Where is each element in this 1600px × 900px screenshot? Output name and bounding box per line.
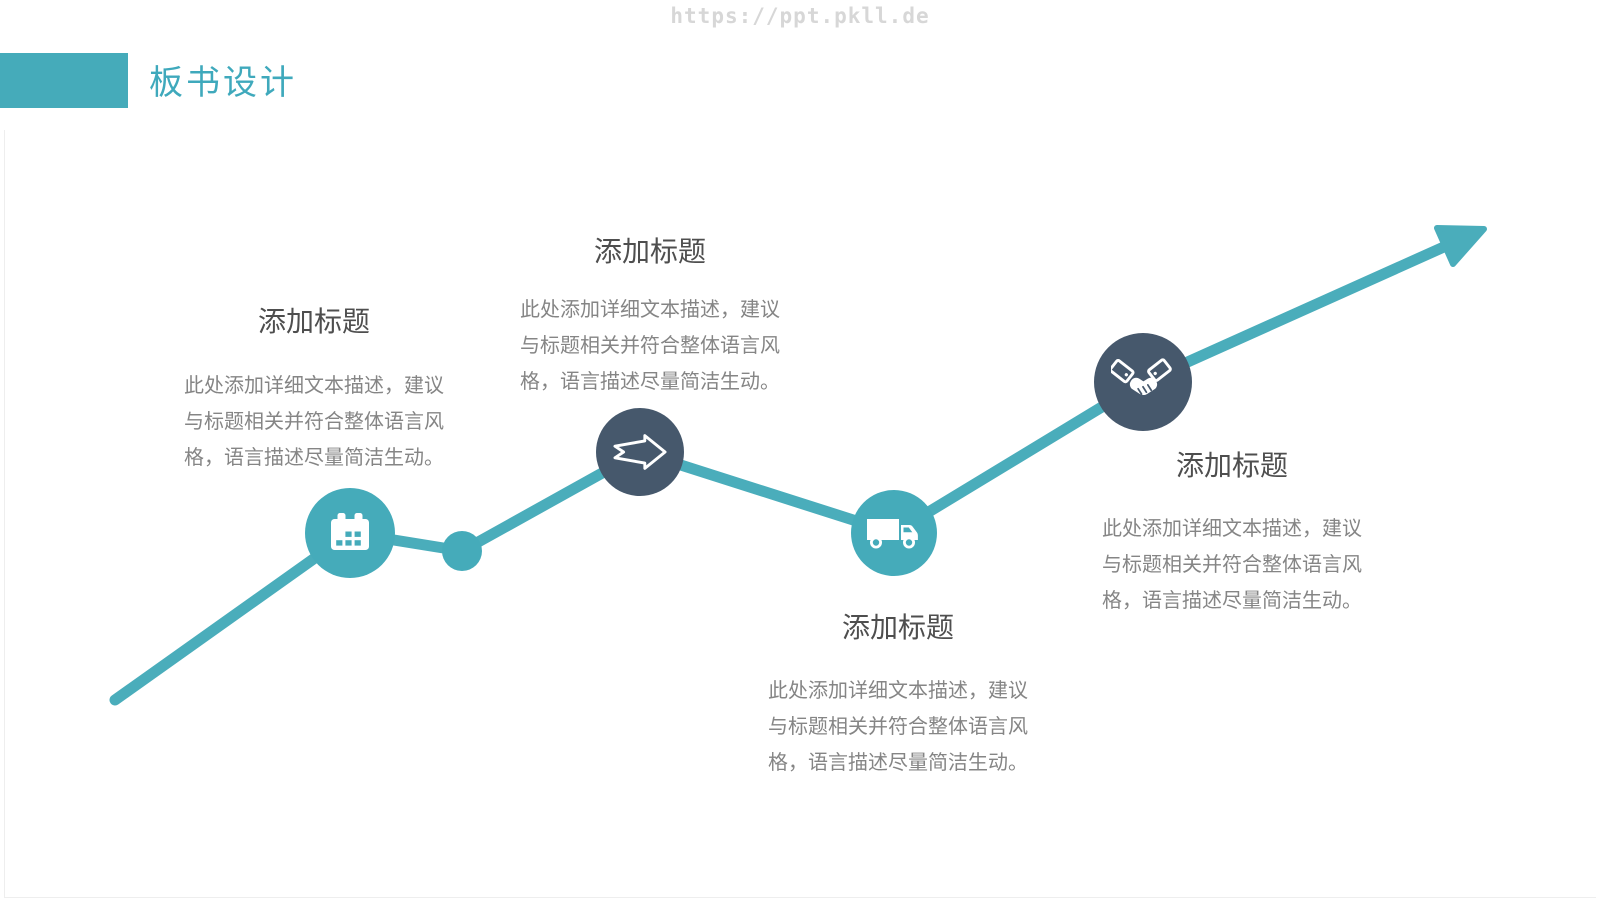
- calendar-node: [305, 488, 395, 578]
- step-title: 添加标题: [1175, 450, 1288, 481]
- step-description-line: 此处添加详细文本描述，建议: [184, 375, 444, 397]
- slide-left-edge: [4, 130, 5, 897]
- step-block-1: 添加标题 此处添加详细文本描述，建议 与标题相关并符合整体语言风 格，语言描述尽…: [149, 304, 479, 476]
- step-description-line: 与标题相关并符合整体语言风: [768, 716, 1028, 738]
- step-description-line: 此处添加详细文本描述，建议: [1102, 518, 1362, 540]
- step-description-line: 格，语言描述尽量简洁生动。: [1102, 590, 1362, 612]
- arrow-icon: [613, 434, 667, 470]
- arrow-node: [596, 408, 684, 496]
- page-title: 板书设计: [149, 64, 297, 102]
- step-block-3: 添加标题 此处添加详细文本描述，建议 与标题相关并符合整体语言风 格，语言描述尽…: [733, 610, 1063, 781]
- connector-dot: [442, 531, 482, 571]
- arrowhead-icon: [1434, 225, 1487, 267]
- step-block-4: 添加标题 此处添加详细文本描述，建议 与标题相关并符合整体语言风 格，语言描述尽…: [1067, 448, 1397, 619]
- step-description-line: 格，语言描述尽量简洁生动。: [768, 752, 1028, 774]
- step-block-2: 添加标题 此处添加详细文本描述，建议 与标题相关并符合整体语言风 格，语言描述尽…: [485, 234, 815, 400]
- calendar-icon: [331, 513, 369, 550]
- truck-icon: [867, 519, 918, 549]
- step-description-line: 此处添加详细文本描述，建议: [768, 680, 1028, 702]
- step-description-line: 格，语言描述尽量简洁生动。: [520, 371, 780, 393]
- header-accent-bar: [0, 53, 128, 108]
- step-description: 此处添加详细文本描述，建议 与标题相关并符合整体语言风 格，语言描述尽量简洁生动…: [1067, 511, 1397, 619]
- step-description-line: 此处添加详细文本描述，建议: [520, 299, 780, 321]
- step-description: 此处添加详细文本描述，建议 与标题相关并符合整体语言风 格，语言描述尽量简洁生动…: [149, 368, 479, 476]
- slide-bottom-edge: [4, 897, 1596, 898]
- site-watermark: https://ppt.pkll.de: [670, 4, 930, 28]
- step-description: 此处添加详细文本描述，建议 与标题相关并符合整体语言风 格，语言描述尽量简洁生动…: [733, 673, 1063, 781]
- step-description: 此处添加详细文本描述，建议 与标题相关并符合整体语言风 格，语言描述尽量简洁生动…: [485, 292, 815, 400]
- step-description-line: 与标题相关并符合整体语言风: [184, 411, 444, 433]
- handshake-icon: [1111, 358, 1172, 395]
- step-title: 添加标题: [257, 306, 370, 337]
- step-title: 添加标题: [841, 612, 954, 643]
- step-title: 添加标题: [593, 236, 706, 267]
- handshake-node: [1094, 333, 1192, 431]
- truck-node: [851, 490, 937, 576]
- step-description-line: 格，语言描述尽量简洁生动。: [184, 447, 444, 469]
- step-description-line: 与标题相关并符合整体语言风: [1102, 554, 1362, 576]
- step-description-line: 与标题相关并符合整体语言风: [520, 335, 780, 357]
